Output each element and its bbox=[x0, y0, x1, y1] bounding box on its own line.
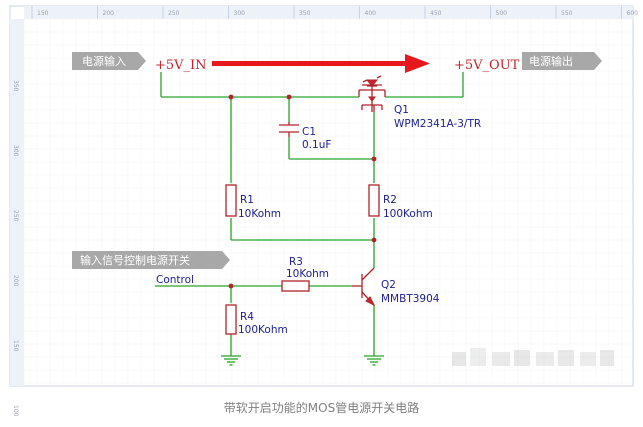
r4-resistor-symbol bbox=[225, 304, 237, 335]
q1-mosfet-symbol bbox=[358, 75, 386, 112]
control-net-label: Control bbox=[156, 274, 194, 286]
ruler-tick-label: 500 bbox=[496, 10, 508, 17]
r3-value: 10Kohm bbox=[286, 268, 329, 280]
vin-rail-label: +5V_IN bbox=[155, 58, 207, 73]
side-ruler bbox=[10, 19, 24, 386]
power-flow-arrow bbox=[212, 54, 430, 73]
ruler-tick-label: 450 bbox=[430, 10, 442, 17]
power-out-tag-text: 电源输出 bbox=[529, 54, 573, 68]
q2-ref: Q2 bbox=[381, 279, 396, 291]
r1-value: 10Kohm bbox=[238, 208, 281, 220]
ruler-tick-label: 150 bbox=[12, 340, 19, 352]
ruler-tick-label: 250 bbox=[12, 210, 19, 222]
r1-ref: R1 bbox=[240, 194, 254, 206]
ruler-tick-label: 350 bbox=[12, 80, 19, 92]
c1-value: 0.1uF bbox=[302, 139, 331, 151]
r2-value: 100Kohm bbox=[383, 208, 433, 220]
ruler-tick-label: 250 bbox=[168, 10, 180, 17]
q1-ref: Q1 bbox=[394, 104, 409, 116]
r4-value: 100Kohm bbox=[238, 324, 288, 336]
r2-resistor-symbol bbox=[368, 184, 380, 217]
ruler-ticks: 150 200 250 300 350 400 450 500 550 600 350 300 250 2… bbox=[12, 6, 638, 417]
junctions bbox=[228, 94, 377, 289]
c1-ref: C1 bbox=[302, 126, 316, 138]
control-in-tag-text: 输入信号控制电源开关 bbox=[80, 253, 190, 267]
c1-capacitor-symbol bbox=[279, 122, 299, 137]
r2-ref: R2 bbox=[383, 194, 397, 206]
ruler-tick-label: 150 bbox=[37, 10, 49, 17]
control-in-tag: 输入信号控制电源开关 bbox=[72, 251, 230, 269]
figure-caption: 带软开启功能的MOS管电源开关电路 bbox=[224, 400, 419, 415]
q2-value: MMBT3904 bbox=[381, 293, 440, 305]
r3-resistor-symbol bbox=[281, 280, 310, 292]
vout-rail-label: +5V_OUT bbox=[454, 58, 520, 73]
q2-npn-transistor-symbol bbox=[352, 267, 376, 307]
ruler-tick-label: 600 bbox=[627, 10, 639, 17]
r3-ref: R3 bbox=[289, 256, 303, 268]
ground-icon bbox=[364, 355, 384, 366]
power-out-tag: 电源输出 bbox=[522, 52, 602, 70]
power-in-tag: 电源输入 bbox=[72, 52, 146, 70]
ruler-tick-label: 350 bbox=[299, 10, 311, 17]
r4-ref: R4 bbox=[240, 311, 254, 323]
q1-value: WPM2341A-3/TR bbox=[394, 118, 481, 130]
power-in-tag-text: 电源输入 bbox=[82, 54, 126, 68]
r1-resistor-symbol bbox=[225, 184, 237, 217]
ground-icon bbox=[221, 355, 241, 366]
top-ruler bbox=[24, 6, 633, 19]
ruler-tick-label: 200 bbox=[103, 10, 115, 17]
ruler-tick-label: 300 bbox=[12, 145, 19, 157]
watermark-blur bbox=[452, 348, 614, 366]
ruler-tick-label: 400 bbox=[365, 10, 377, 17]
wires bbox=[155, 72, 464, 356]
ruler-tick-label: 300 bbox=[234, 10, 246, 17]
sheet-grid bbox=[23, 18, 633, 386]
ruler-tick-label: 200 bbox=[12, 275, 19, 287]
ruler-tick-label: 550 bbox=[561, 10, 573, 17]
ruler-tick-label: 100 bbox=[12, 405, 19, 417]
